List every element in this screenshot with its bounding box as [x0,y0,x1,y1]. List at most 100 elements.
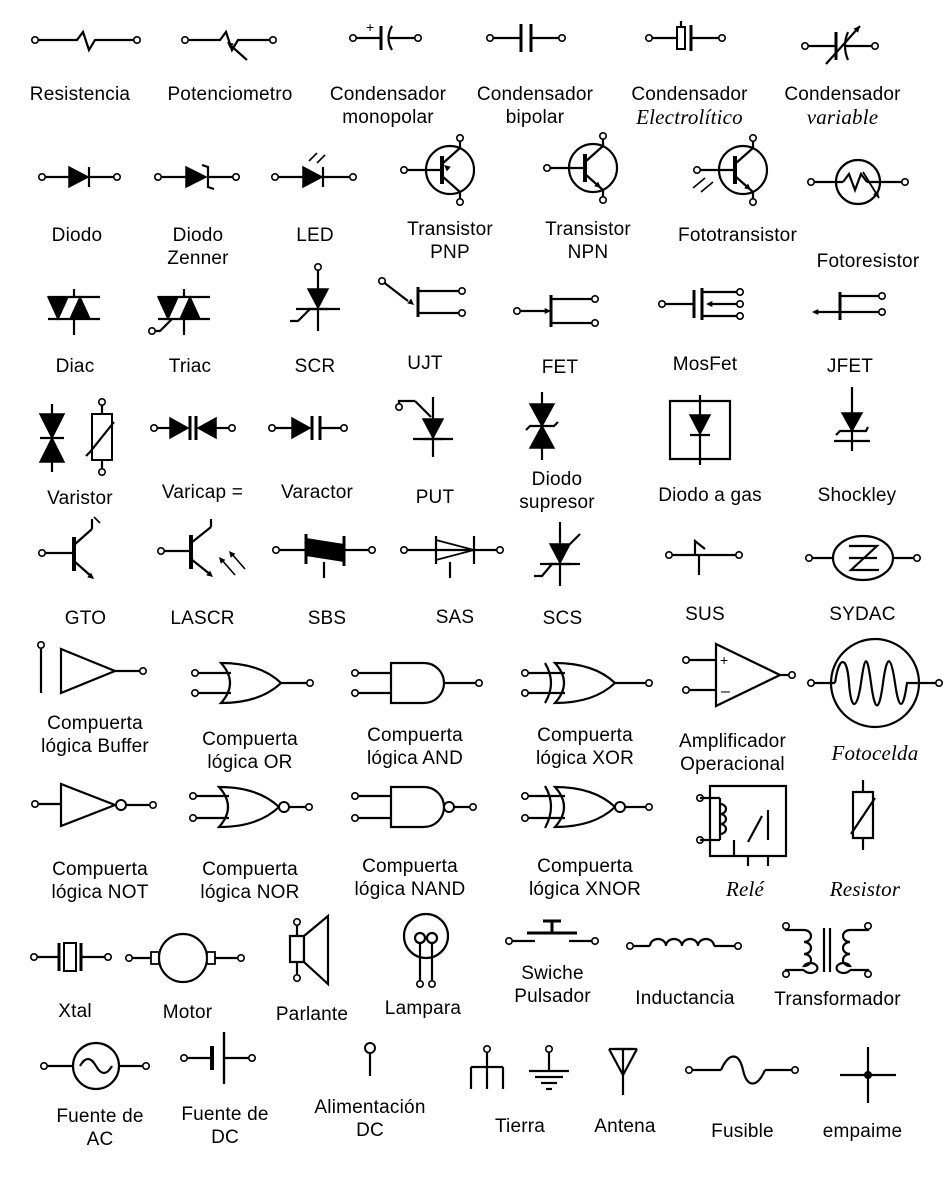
empalme-icon [810,1045,915,1105]
symbol-diodo [22,155,132,199]
condensador-bipolar-icon [465,18,605,58]
rele-label: Relé [670,878,820,901]
symbol-compuerta-nand [345,778,475,838]
diodo-icon [22,155,132,199]
parlante-label-line: Parlante [275,1004,349,1025]
fototransistor-icon [665,138,810,200]
fusible-label: Fusible [668,1120,818,1143]
put-label-line: PUT [415,487,455,508]
symbol-transistor-pnp [390,140,510,200]
fuente-ac-label-line: Fuente de [56,1106,144,1127]
xtal-label: Xtal [0,1000,150,1023]
svg-text:–: – [721,683,730,700]
symbol-compuerta-buffer [25,635,165,705]
diac-label-line: Diac [55,356,95,377]
gto-label: GTO [11,607,161,630]
sas-label-line: SAS [435,607,475,628]
shockley-label-line: Shockley [817,485,897,506]
inductancia-label: Inductancia [610,987,760,1010]
diodo-a-gas-label-line: Diodo a gas [658,485,762,506]
sydac-label: SYDAC [788,603,938,626]
symbol-compuerta-not [35,778,165,838]
symbol-lascr [155,515,250,590]
led-icon [265,145,365,199]
triac-label-line: Triac [168,356,212,377]
jfet-label: JFET [775,355,925,378]
alimentacion-dc-label-line: DC [356,1120,384,1141]
compuerta-buffer-icon [25,635,165,705]
motor-icon [125,930,250,985]
transistor-pnp-icon [390,140,510,200]
scs-label: SCS [488,607,638,630]
transistor-npn-label-line: NPN [567,242,609,263]
symbol-diodo-zenner [148,155,248,199]
compuerta-xnor-label-line: Compuerta [537,856,633,877]
symbol-fotocelda [805,635,945,730]
put-label: PUT [360,486,510,509]
symbol-resistor [805,780,925,850]
diodo-zenner-icon [148,155,248,199]
compuerta-and-icon [345,645,485,715]
compuerta-nor-label-line: Compuerta [202,859,298,880]
parlante-icon [262,912,362,992]
fototransistor-label-line: Fototransistor [678,225,797,246]
svg-text:+: + [720,652,728,668]
compuerta-nor-label-line: lógica NOR [200,882,300,903]
compuerta-nor-icon [185,778,315,838]
scr-label-line: SCR [294,356,336,377]
alimentacion-dc-label-line: Alimentación [314,1097,426,1118]
symbol-compuerta-and [345,645,485,715]
symbol-inductancia [620,930,750,960]
sas-label: SAS [380,606,530,629]
symbol-fotoresistor [803,152,933,212]
compuerta-or-label-line: lógica OR [207,752,293,773]
antena-icon [585,1045,665,1105]
ujt-icon [370,275,480,335]
lampara-icon [378,910,468,1000]
compuerta-and-label-line: Compuerta [367,725,463,746]
fotocelda-label: Fotocelda [800,742,950,765]
diodo-a-gas-icon [650,395,770,475]
compuerta-not-label-line: lógica NOT [51,882,149,903]
symbol-condensador-bipolar [465,18,605,58]
compuerta-xor-label-line: Compuerta [537,725,633,746]
triac-label: Triac [115,355,265,378]
symbol-fet [505,285,615,345]
amplificador-operacional-icon: +– [670,638,795,713]
resistor-label-line: Resistor [829,877,901,901]
compuerta-not-label-line: Compuerta [52,859,148,880]
symbol-sus [665,535,745,590]
inductancia-icon [620,930,750,960]
symbol-tierra [465,1045,575,1105]
empalme-label-line: empaime [822,1121,903,1142]
symbol-shockley [802,385,912,465]
varactor-label-line: Varactor [281,482,353,503]
resistor-icon [805,780,925,850]
fotoresistor-label-line: Fotoresistor [816,251,920,272]
swiche-pulsador-label-line: Swiche [521,963,584,984]
symbol-condensador-monopolar: + [318,18,458,58]
symbol-varicap [150,410,255,460]
condensador-variable-label-line: variable [806,105,879,129]
transistor-pnp-label-line: Transistor [407,219,493,240]
condensador-variable-icon [770,18,915,66]
parlante-label: Parlante [237,1003,387,1026]
sas-icon [400,528,510,588]
scr-label: SCR [240,355,390,378]
sus-label-line: SUS [685,604,725,625]
symbol-amplificador-operacional: +– [670,638,795,713]
fotoresistor-icon [803,152,933,212]
swiche-pulsador-label-line: Pulsador [514,986,591,1007]
symbol-mosfet [650,282,760,342]
symbol-put [395,395,475,475]
diodo-supresor-label-line: Diodo [531,469,583,490]
symbol-triac [140,285,240,345]
